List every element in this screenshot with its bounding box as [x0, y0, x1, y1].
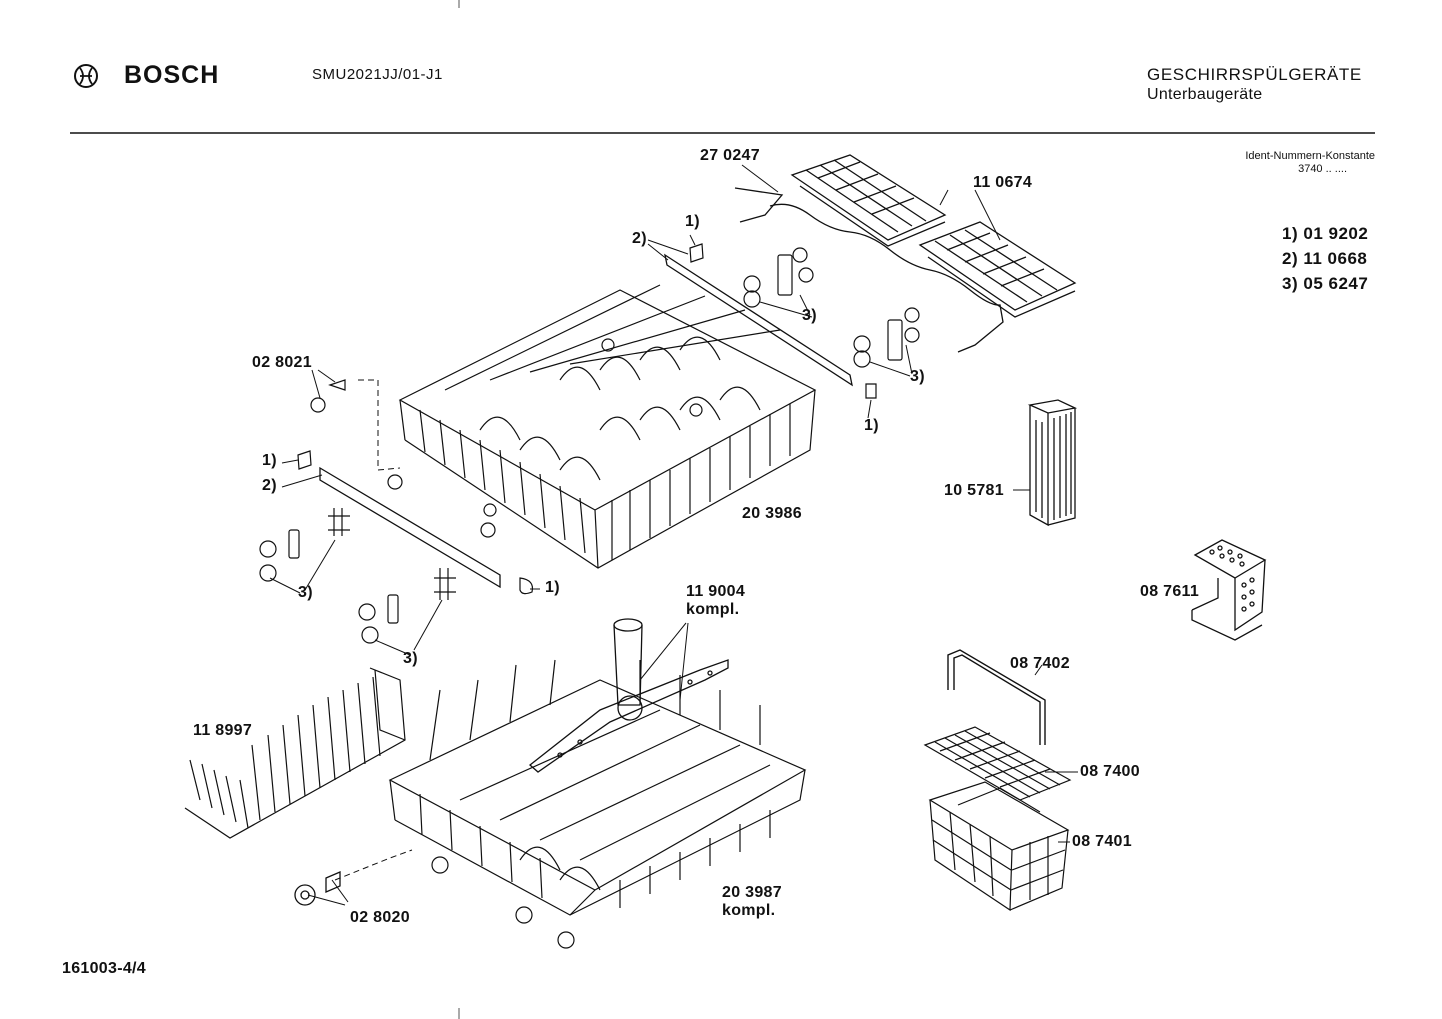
rail-top — [664, 253, 853, 387]
lid-grid-087400 — [923, 726, 1072, 801]
label-119004-kompl: kompl. — [686, 601, 740, 618]
label-110674: 11 0674 — [973, 174, 1033, 191]
label-087401: 08 7401 — [1072, 833, 1132, 850]
label-119004-number: 11 9004 — [686, 583, 746, 600]
cutlery-basket-105781 — [1027, 399, 1078, 527]
label-203987-number: 20 3987 — [722, 884, 782, 901]
label-087611: 08 7611 — [1140, 583, 1200, 600]
ident-block: Ident-Nummern-Konstante 3740 .. .... — [1195, 150, 1375, 176]
note-key: 2) — [1282, 249, 1299, 268]
label-270247: 27 0247 — [700, 147, 760, 164]
note-value: 05 6247 — [1303, 274, 1369, 293]
wire-270247 — [734, 164, 1004, 353]
spray-arm-119004 — [528, 618, 729, 773]
ref-3-left-b: 3) — [403, 650, 418, 667]
ref-3-upper-a: 3) — [802, 307, 817, 324]
label-087402: 08 7402 — [1010, 655, 1070, 672]
brand-name: BOSCH — [124, 61, 220, 89]
wheel-028020 — [294, 871, 341, 906]
note-value: 11 0668 — [1303, 249, 1368, 268]
ref-3-upper-b: 3) — [910, 368, 925, 385]
basket-087401 — [928, 781, 1070, 912]
label-118997: 11 8997 — [193, 722, 253, 739]
bosch-logo-icon — [74, 64, 98, 88]
note-2: 2) 11 0668 — [1282, 249, 1367, 269]
label-119004: 11 9004 kompl. — [686, 583, 745, 619]
holder-087611 — [1191, 539, 1267, 641]
rail-left — [319, 466, 501, 589]
rollers-group — [259, 247, 920, 644]
ident-value: 3740 .. .... — [1298, 163, 1347, 175]
leader-lines — [269, 189, 1078, 906]
label-203987: 20 3987 kompl. — [722, 884, 782, 920]
cutlery-rack-110674 — [790, 154, 1077, 318]
lower-basket-203987 — [388, 659, 807, 949]
insert-rack-118997 — [184, 667, 406, 839]
page-subtitle: Unterbaugeräte — [1147, 86, 1263, 103]
note-1: 1) 01 9202 — [1282, 224, 1368, 244]
handle-087402 — [947, 649, 1046, 745]
note-key: 3) — [1282, 274, 1299, 293]
ref-2-left: 2) — [262, 477, 277, 494]
note-value: 01 9202 — [1303, 224, 1369, 243]
ref-1-right: 1) — [864, 417, 879, 434]
label-105781: 10 5781 — [944, 482, 1004, 499]
ref-1-left: 1) — [262, 452, 277, 469]
label-203987-kompl: kompl. — [722, 902, 776, 919]
page-title: GESCHIRRSPÜLGERÄTE — [1147, 65, 1362, 84]
ref-2-top: 2) — [632, 230, 647, 247]
ident-label: Ident-Nummern-Konstante — [1245, 150, 1375, 162]
model-number: SMU2021JJ/01-J1 — [312, 66, 443, 83]
ref-1-top: 1) — [685, 213, 700, 230]
note-3: 3) 05 6247 — [1282, 274, 1368, 294]
ref-1-bottom: 1) — [545, 579, 560, 596]
label-028020: 02 8020 — [350, 909, 410, 926]
ref-3-left-a: 3) — [298, 584, 313, 601]
upper-basket-203986 — [398, 284, 817, 569]
clips-group — [297, 243, 877, 595]
label-203986: 20 3986 — [742, 505, 802, 522]
label-028021: 02 8021 — [252, 354, 312, 371]
note-key: 1) — [1282, 224, 1299, 243]
document-number: 161003-4/4 — [62, 960, 146, 977]
label-087400: 08 7400 — [1080, 763, 1140, 780]
